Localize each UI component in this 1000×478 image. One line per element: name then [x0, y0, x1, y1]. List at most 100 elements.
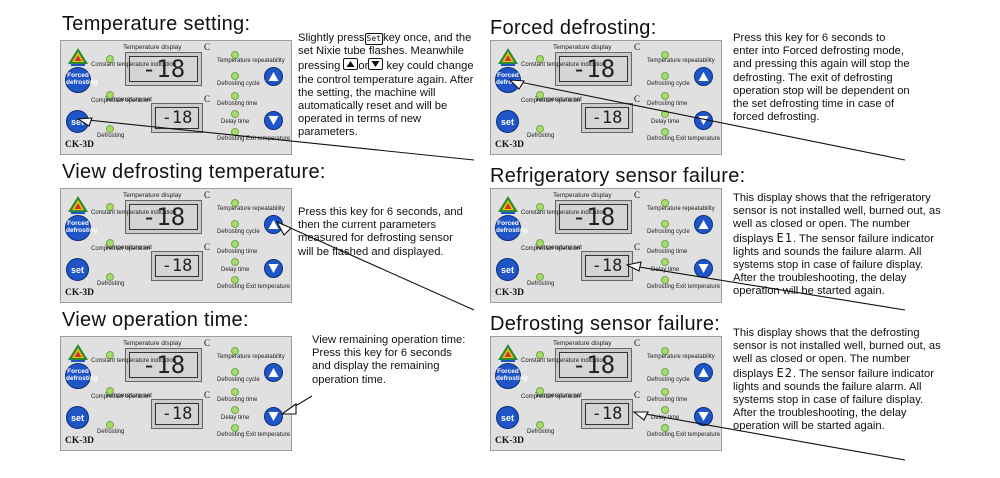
model-label: CK-3D	[65, 288, 95, 298]
constant-temperature-led	[536, 203, 544, 211]
temperature-display-lcd: -18	[125, 200, 202, 234]
celsius-bottom: C	[634, 242, 641, 252]
delay-time-led	[661, 258, 669, 266]
controller-panel: Temperature display C -18 Temperature se…	[60, 188, 292, 303]
temperature-display-reading: -18	[129, 56, 198, 82]
refrigeratory-sensor-failure-text-a: This display shows that the refrigerator…	[733, 192, 941, 245]
brand-logo-icon	[498, 344, 518, 362]
up-arrow-button[interactable]	[694, 215, 713, 234]
down-arrow-button[interactable]	[264, 111, 283, 130]
up-arrow-button[interactable]	[264, 67, 283, 86]
forced-defrosting-button[interactable]: Forced defrosting	[495, 215, 528, 241]
error-code-e2: E2	[776, 365, 793, 380]
temperature-set-reading: -18	[155, 255, 199, 277]
delay-time-led	[231, 110, 239, 118]
exit-temperature-led	[231, 424, 239, 432]
up-arrow-icon	[268, 72, 279, 81]
celsius-bottom: C	[204, 390, 211, 400]
up-arrow-button[interactable]	[694, 363, 713, 382]
temperature-setting-text-or: or	[358, 60, 369, 73]
temperature-display-label: Temperature display	[553, 44, 612, 51]
exit-temperature-led	[661, 128, 669, 136]
down-key-icon	[368, 58, 384, 71]
set-button[interactable]: set	[496, 258, 519, 281]
celsius-top: C	[634, 338, 641, 348]
compressor-label: Compressor operation	[521, 394, 581, 400]
forced-defrosting-button[interactable]: Forced defrosting	[65, 215, 98, 241]
temperature-display-lcd: -18	[555, 348, 632, 382]
controller-panel: Temperature display C -18 Temperature se…	[490, 188, 722, 303]
defrosting-led	[536, 125, 544, 133]
set-button[interactable]: set	[496, 406, 519, 429]
defrosting-cycle-label: Defrosting cycle	[217, 81, 260, 87]
forced-defrosting-button[interactable]: Forced defrosting	[65, 67, 98, 93]
temperature-set-lcd: -18	[581, 399, 633, 429]
up-arrow-icon	[268, 220, 279, 229]
temperature-display-label: Temperature display	[553, 340, 612, 347]
temperature-set-label: Temperature set	[535, 392, 582, 399]
constant-temperature-led	[106, 203, 114, 211]
forced-defrosting-button[interactable]: Forced defrosting	[495, 363, 528, 389]
set-button[interactable]: set	[66, 406, 89, 429]
repeatability-led	[231, 347, 239, 355]
error-code-e1: E1	[776, 230, 793, 245]
up-arrow-icon	[268, 368, 279, 377]
brand-logo-icon	[68, 344, 88, 362]
up-arrow-button[interactable]	[264, 363, 283, 382]
compressor-label: Compressor operation	[91, 394, 151, 400]
set-button[interactable]: set	[496, 110, 519, 133]
forced-defrosting-title: Forced defrosting:	[490, 17, 657, 39]
compressor-led	[536, 91, 544, 99]
up-arrow-icon	[698, 72, 709, 81]
temperature-setting-text-b: key once, and the set Nixie tube flashes…	[298, 32, 472, 73]
defrosting-sensor-failure-title: Defrosting sensor failure:	[490, 313, 721, 335]
defrosting-sensor-failure-text: This display shows that the defrosting s…	[733, 327, 943, 434]
down-arrow-icon	[698, 264, 709, 273]
delay-time-led	[231, 258, 239, 266]
compressor-label: Compressor operation	[521, 98, 581, 104]
temperature-display-lcd: -18	[125, 348, 202, 382]
up-key-icon	[343, 58, 359, 71]
repeatability-label: Temperature repeatability	[217, 58, 285, 64]
exit-temperature-label: Defrosting Exit temperature	[217, 284, 291, 290]
celsius-bottom: C	[634, 94, 641, 104]
celsius-top: C	[204, 42, 211, 52]
defrosting-sensor-failure-text-b: . The sensor failure indicator lights an…	[733, 367, 934, 433]
controller-panel: Temperature display C -18 Temperature se…	[60, 336, 292, 451]
celsius-top: C	[204, 190, 211, 200]
temperature-display-reading: -18	[559, 352, 628, 378]
temperature-display-reading: -18	[129, 352, 198, 378]
temperature-setting-title: Temperature setting:	[62, 13, 251, 35]
model-label: CK-3D	[65, 140, 95, 150]
controller-panel: Temperature display C -18 Temperature se…	[490, 336, 722, 451]
view-defrosting-temperature-title: View defrosting temperature:	[62, 161, 326, 183]
view-operation-time-text: View remaining operation time: Press thi…	[312, 334, 466, 386]
temperature-set-label: Temperature set	[535, 244, 582, 251]
down-arrow-button[interactable]	[264, 407, 283, 426]
repeatability-label: Temperature repeatability	[217, 206, 285, 212]
forced-defrosting-button[interactable]: Forced defrosting	[65, 363, 98, 389]
refrigeratory-sensor-failure-title: Refrigeratory sensor failure:	[490, 165, 746, 187]
celsius-bottom: C	[204, 242, 211, 252]
down-arrow-button[interactable]	[264, 259, 283, 278]
constant-temperature-label: Constant temperature indication	[521, 358, 607, 364]
exit-temperature-label: Defrosting Exit temperature	[647, 432, 721, 438]
set-button[interactable]: set	[66, 258, 89, 281]
up-arrow-button[interactable]	[694, 67, 713, 86]
defrosting-label: Defrosting	[97, 281, 125, 287]
temperature-display-label: Temperature display	[123, 44, 182, 51]
exit-temperature-led	[661, 424, 669, 432]
defrosting-led	[106, 273, 114, 281]
refrigeratory-sensor-failure-text: This display shows that the refrigerator…	[733, 192, 943, 299]
defrosting-cycle-led	[661, 72, 669, 80]
defrosting-label: Defrosting	[97, 133, 125, 139]
temperature-display-lcd: -18	[555, 52, 632, 86]
constant-temperature-led	[536, 55, 544, 63]
constant-temperature-label: Constant temperature indication	[91, 358, 177, 364]
down-arrow-button[interactable]	[694, 407, 713, 426]
view-defrosting-temperature-text: Press this key for 6 seconds, and then t…	[298, 206, 463, 258]
compressor-label: Compressor operation	[91, 246, 151, 252]
temperature-setting-text-a: Slightly press	[298, 32, 365, 44]
celsius-top: C	[204, 338, 211, 348]
